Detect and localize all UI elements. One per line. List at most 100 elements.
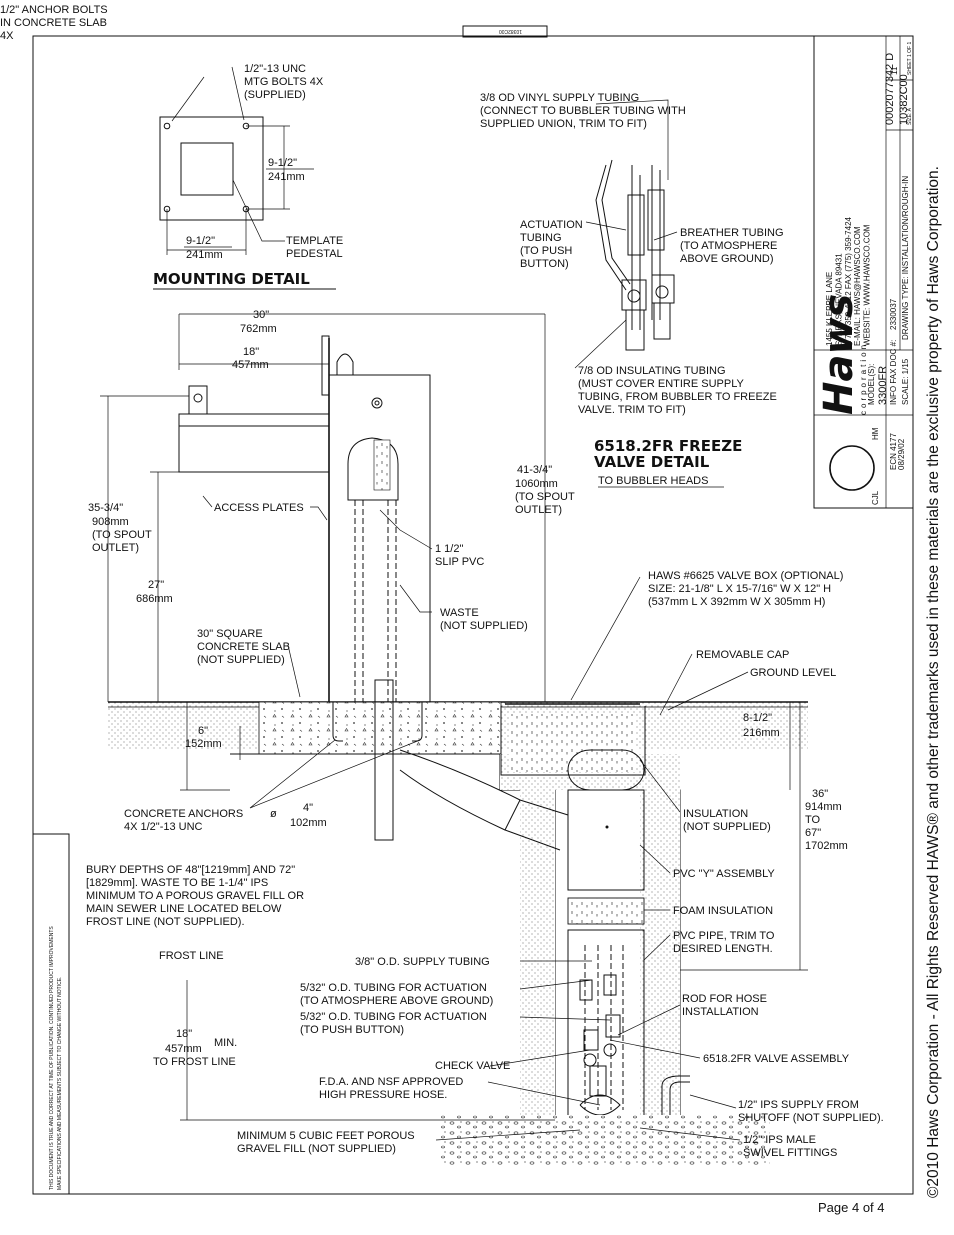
tubing-push-label: 5/32" O.D. TUBING FOR ACTUATION(TO PUSH …	[300, 1011, 487, 1036]
dim-18min-c: MIN.	[214, 1037, 237, 1049]
dim-bottom-b: 241mm	[186, 249, 223, 261]
ground-level-label: GROUND LEVEL	[750, 667, 836, 679]
slip-pvc-label: 1 1/2"SLIP PVC	[435, 543, 484, 568]
dim-27-b: 686mm	[136, 593, 173, 605]
pvc-y-label: PVC "Y" ASSEMBLY	[673, 868, 775, 880]
foam-insulation	[567, 897, 645, 925]
dim-6-b: 152mm	[185, 738, 222, 750]
dim-35-a: 35-3/4"	[88, 502, 123, 514]
push-button	[371, 397, 383, 409]
disclaimer-box: THIS DOCUMENT IS TRUE AND CORRECT AT TIM…	[32, 833, 70, 1195]
insulating-tubing-label: 7/8 OD INSULATING TUBING(MUST COVER ENTI…	[578, 365, 777, 416]
dim-18min-b: 457mm	[165, 1043, 202, 1055]
dim-27-a: 27"	[148, 579, 164, 591]
stamp-box	[462, 25, 548, 38]
dim-36-a: 36"	[812, 788, 828, 800]
supply-tubing-label: 3/8" O.D. SUPPLY TUBING	[355, 956, 490, 968]
dim-41-a: 41-3/4"	[517, 464, 552, 476]
waste-label: WASTE(NOT SUPPLIED)	[440, 607, 528, 632]
drawing-border	[32, 35, 914, 1195]
side-bubbler	[178, 413, 330, 473]
dim-85-a: 8-1/2"	[743, 712, 772, 724]
valve-assembly-label: 6518.2FR VALVE ASSEMBLY	[703, 1053, 850, 1065]
valve-title-a: 6518.2FR FREEZE	[594, 437, 742, 455]
valve-title-b: VALVE DETAIL	[594, 453, 710, 471]
tubing-atmosphere-label: 5/32" O.D. TUBING FOR ACTUATION(TO ATMOS…	[300, 982, 493, 1007]
drawn-by: CJL	[871, 490, 880, 505]
dim-18-b: 457mm	[232, 359, 269, 371]
dim-4-a: 4"	[303, 802, 313, 814]
removable-cap-label: REMOVABLE CAP	[696, 649, 789, 661]
dim-30-a: 30"	[253, 309, 269, 321]
rev: 11	[890, 66, 899, 75]
model-label: MODEL(S):	[867, 364, 876, 405]
dim-right-b: 241mm	[268, 171, 305, 183]
bolt-holes	[163, 122, 250, 213]
eco-number: ECN 4177	[889, 433, 898, 470]
access-plate	[347, 437, 399, 501]
doc-number: 0002077342 D	[884, 53, 896, 125]
drawing-type: DRAWING TYPE: INSTALLATION/ROUGH-IN	[901, 176, 910, 340]
fax-label: INFO FAX DOC #:	[889, 340, 898, 405]
bubbler	[336, 353, 354, 376]
dim-85-b: 216mm	[743, 727, 780, 739]
dia-symbol: ø	[270, 808, 277, 820]
pedestal-cutout	[180, 142, 234, 196]
dim-18min-a: 18"	[176, 1028, 192, 1040]
disclaimer-line-1: THIS DOCUMENT IS TRUE AND CORRECT AT TIM…	[49, 926, 55, 1190]
access-plates-label: ACCESS PLATES	[214, 502, 304, 514]
check-valve-label: CHECK VALVE	[435, 1060, 510, 1072]
valve-box-label: HAWS #6625 VALVE BOX (OPTIONAL)SIZE: 21-…	[648, 570, 843, 608]
dim-18min-d: TO FROST LINE	[153, 1056, 236, 1068]
dim-bottom-a: 9-1/2"	[186, 235, 215, 247]
initials: HM	[871, 427, 880, 440]
title-block: 1455 KLEPPE LANESPARKS, NEVADA 89431(775…	[813, 35, 914, 509]
bury-depth-note: BURY DEPTHS OF 48"[1219mm] AND 72"[1829m…	[86, 864, 304, 928]
frost-line-label: FROST LINE	[159, 950, 224, 962]
dim-6-a: 6"	[198, 725, 208, 737]
model-value: 3300FR	[877, 366, 889, 405]
insulation-label: INSULATION(NOT SUPPLIED)	[683, 808, 771, 833]
foam-insulation-label: FOAM INSULATION	[673, 905, 773, 917]
disclaimer-line-2: MAKE SPECIFICATIONS AND MEASUREMENTS SUB…	[57, 977, 63, 1190]
haws-logo: Haws	[816, 294, 862, 415]
vinyl-tubing-label: 3/8 OD VINYL SUPPLY TUBING(CONNECT TO BU…	[480, 92, 686, 130]
valve-box	[500, 706, 646, 776]
gravel-fill	[440, 1115, 770, 1165]
waste-pipe	[374, 679, 394, 841]
concrete-slab	[258, 701, 502, 755]
dwg-number: 10382C00	[898, 74, 910, 125]
pvc-y	[567, 789, 645, 891]
dim-4-b: 102mm	[290, 817, 327, 829]
page-number: Page 4 of 4	[818, 1200, 885, 1215]
date: 08/29/02	[897, 438, 906, 470]
fax-value: 2330037	[889, 298, 898, 330]
sheet: SHEET 1 OF 1	[907, 42, 913, 75]
fountain-elevation: 30" 762mm 18" 457mm 41-3/4" 1060mm(TO SP…	[86, 309, 884, 1165]
copyright-text: ©2010 Haws Corporation - All Rights Rese…	[925, 166, 942, 1198]
dim-18-a: 18"	[243, 346, 259, 358]
haws-logo-sub: corporation	[859, 342, 868, 415]
stamp-text: 10382C00	[499, 28, 522, 34]
dim-right-a: 9-1/2"	[268, 157, 297, 169]
freeze-valve-detail: 3/8 OD VINYL SUPPLY TUBING(CONNECT TO BU…	[480, 92, 784, 488]
template-square	[159, 116, 264, 221]
dim-30-b: 762mm	[240, 323, 277, 335]
